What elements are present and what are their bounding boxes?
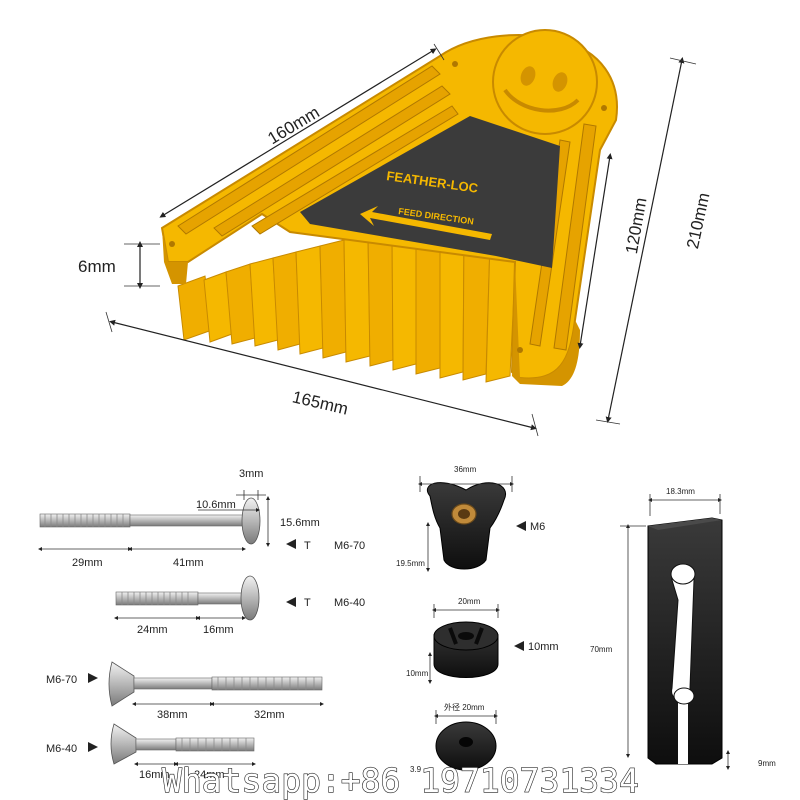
dim-t70-e: 41mm: [173, 557, 204, 569]
dim-bar-width: 18.3mm: [666, 487, 695, 496]
pointer-icon: [516, 521, 526, 531]
slotted-bar: [647, 517, 723, 765]
dim-t70-c: 15.6mm: [280, 517, 320, 529]
dim-t40-a: 24mm: [137, 624, 168, 636]
pointer-icon: [88, 742, 98, 752]
countersunk-m6-40-dimensions: M6-40 16mm 24mm: [46, 742, 256, 781]
dim-t70-b: 10.6mm: [196, 499, 236, 511]
t-bolt-m6-70: [39, 497, 261, 545]
dim-c70-a: 38mm: [157, 709, 188, 721]
smiley-knob: [492, 29, 598, 135]
dim-bar-base: 9mm: [758, 759, 776, 768]
dim-knob-height: 19.5mm: [396, 559, 425, 568]
label-washer-size: 10mm: [528, 641, 559, 653]
pointer-icon: [286, 539, 296, 549]
dim-washer-width: 20mm: [458, 597, 481, 606]
dim-height: 210mm: [683, 191, 713, 250]
dim-c40-a: 16mm: [139, 769, 170, 781]
label-knob-thread: M6: [530, 521, 545, 533]
dim-bottom: 165mm: [290, 387, 350, 418]
countersunk-m6-70-dimensions: M6-70 38mm 32mm: [46, 673, 324, 721]
featherboard: FEATHER-LOC FEED DIRECTION: [160, 29, 618, 386]
dim-knob-width: 36mm: [454, 465, 477, 474]
countersunk-bolt-m6-70: [108, 661, 323, 707]
pointer-icon: [286, 597, 296, 607]
dim-washer-height: 10mm: [406, 669, 429, 678]
bar-dimensions: 18.3mm 70mm 9mm: [590, 487, 776, 770]
label-t70-type: T: [304, 540, 311, 552]
ring-dimensions: 外径 20mm 3.9: [410, 702, 498, 774]
dim-t70-a: 3mm: [239, 468, 263, 480]
contact-watermark: Whatsapp:+86 19710731334: [162, 761, 639, 800]
dim-ring-height: 3.9: [410, 765, 422, 774]
label-t40-type: T: [304, 597, 311, 609]
ring-washer: [435, 721, 497, 771]
t-bolt-m6-70-dimensions: 3mm 10.6mm 15.6mm 29mm 41mm T M6-70: [38, 468, 365, 569]
t-bolt-m6-40: [115, 575, 260, 621]
pointer-icon: [514, 641, 524, 651]
dim-c70-b: 32mm: [254, 709, 285, 721]
three-lobe-knob: [427, 482, 507, 570]
feed-direction-arrow-icon: [360, 206, 492, 240]
dim-t70-d: 29mm: [72, 557, 103, 569]
dim-c40-b: 24mm: [194, 769, 225, 781]
countersunk-bolt-m6-40: [110, 723, 255, 765]
washer-dimensions: 20mm 10mm 10mm: [406, 597, 559, 684]
knob-dimensions: 36mm 19.5mm M6: [396, 465, 545, 572]
dim-t40-b: 16mm: [203, 624, 234, 636]
pointer-icon: [88, 673, 98, 683]
dim-inner: 120mm: [622, 196, 651, 255]
dim-ring-width: 外径 20mm: [444, 702, 485, 712]
dim-thickness: 6mm: [78, 257, 116, 276]
dim-bar-height: 70mm: [590, 645, 613, 654]
label-c40-model: M6-40: [46, 743, 77, 755]
label-t40-model: M6-40: [334, 597, 365, 609]
label-c70-model: M6-70: [46, 674, 77, 686]
t-bolt-m6-40-dimensions: 24mm 16mm T M6-40: [114, 597, 365, 636]
label-t70-model: M6-70: [334, 540, 365, 552]
slotted-washer: [433, 621, 499, 678]
